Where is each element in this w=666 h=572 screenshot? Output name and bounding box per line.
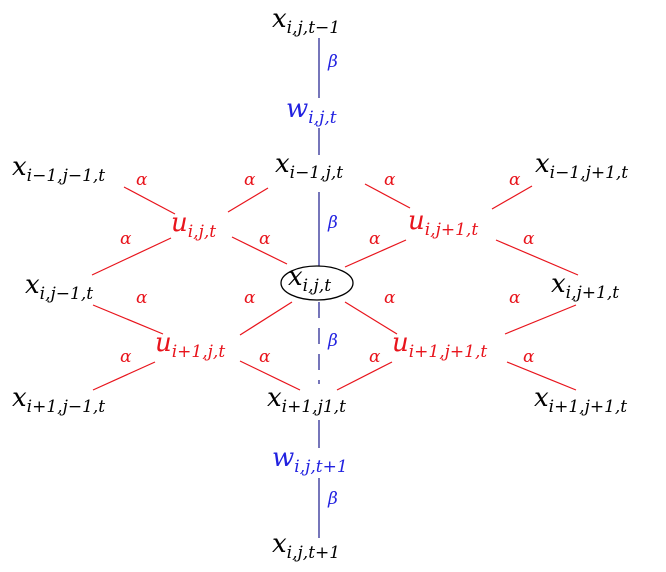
edge-u-ijp1-to-x-im1-j xyxy=(364,183,411,209)
beta-label: β xyxy=(327,489,338,509)
node-x-i-j-t-plus-1: xi,j,t+1 xyxy=(272,529,340,563)
alpha-labels: α α α α α α α α α α α α α α α α xyxy=(120,170,535,367)
node-u-i-jp1-t: ui,j+1,t xyxy=(408,206,478,240)
node-w-i-j-t: wi,j,t xyxy=(286,94,337,128)
alpha-label: α xyxy=(120,347,132,367)
edge-u-ij-to-x-i-jm1 xyxy=(91,237,172,276)
node-x-im1-jm1: xi−1,j−1,t xyxy=(12,152,105,186)
alpha-label: α xyxy=(244,170,256,190)
alpha-label: α xyxy=(259,229,271,249)
alpha-label: α xyxy=(120,229,132,249)
node-x-ip1-jp1: xi+1,j+1,t xyxy=(534,383,627,417)
alpha-label: α xyxy=(384,170,396,190)
alpha-label: α xyxy=(509,170,521,190)
edge-u-ij-to-x-im1-j xyxy=(227,187,269,213)
node-u-ip1-jp1-t: ui+1,j+1,t xyxy=(392,328,487,362)
current-variable-ellipse xyxy=(280,265,354,301)
beta-label: β xyxy=(327,331,338,351)
node-x-ip1-jm1: xi+1,j−1,t xyxy=(12,383,105,417)
alpha-factor-nodes: ui,j,t ui,j+1,t ui+1,j,t ui+1,j+1,t xyxy=(155,206,487,362)
edge-u-ip1j-to-x-ij xyxy=(239,301,293,336)
edge-u-ijp1-to-x-ij xyxy=(344,239,407,268)
beta-labels: β β β β xyxy=(327,52,338,509)
alpha-label: α xyxy=(369,347,381,367)
edge-u-ij-to-x-ij xyxy=(231,236,288,265)
edge-u-ip1jp1-to-x-ip1-jp1 xyxy=(506,361,577,391)
node-u-ip1-j-t: ui+1,j,t xyxy=(155,328,225,362)
node-x-i-jp1: xi,j+1,t xyxy=(551,269,619,303)
edge-u-ip1jp1-to-x-i-jp1 xyxy=(504,304,577,335)
node-x-ip1-j: xi+1,j1,t xyxy=(267,383,346,417)
alpha-label: α xyxy=(384,288,396,308)
node-x-im1-j: xi−1,j,t xyxy=(275,149,343,183)
edge-u-ij-to-x-im1-jm1 xyxy=(123,186,176,215)
node-x-i-j: xi,j,t xyxy=(288,262,331,296)
alpha-label: α xyxy=(136,170,148,190)
beta-label: β xyxy=(327,52,338,72)
node-w-i-j-t-plus-1: wi,j,t+1 xyxy=(272,443,348,477)
edge-u-ip1j-to-x-i-jm1 xyxy=(92,304,164,335)
edge-u-ip1j-to-x-ip1-jm1 xyxy=(92,361,156,391)
edge-u-ip1j-to-x-ip1-j xyxy=(239,360,301,391)
edge-u-ijp1-to-x-im1-jp1 xyxy=(491,185,533,210)
beta-factor-nodes: wi,j,t wi,j,t+1 xyxy=(272,94,348,477)
alpha-label: α xyxy=(136,288,148,308)
edge-u-ijp1-to-x-i-jp1 xyxy=(495,239,579,276)
alpha-label: α xyxy=(523,229,535,249)
edge-u-ip1jp1-to-x-ip1-j xyxy=(336,361,393,391)
alpha-label: α xyxy=(369,229,381,249)
node-x-i-j-t-minus-1: xi,j,t−1 xyxy=(272,4,340,38)
variable-nodes: xi,j,t−1 xi−1,j−1,t xi−1,j,t xi−1,j+1,t … xyxy=(12,4,628,563)
alpha-label: α xyxy=(523,347,535,367)
alpha-edges xyxy=(91,183,579,391)
node-x-i-jm1: xi,j−1,t xyxy=(25,270,93,304)
alpha-label: α xyxy=(509,288,521,308)
beta-label: β xyxy=(327,213,338,233)
edge-u-ip1jp1-to-x-ij xyxy=(344,301,398,335)
alpha-label: α xyxy=(244,288,256,308)
node-x-im1-jp1: xi−1,j+1,t xyxy=(535,149,628,183)
alpha-label: α xyxy=(259,347,271,367)
node-u-i-j-t: ui,j,t xyxy=(171,208,216,242)
